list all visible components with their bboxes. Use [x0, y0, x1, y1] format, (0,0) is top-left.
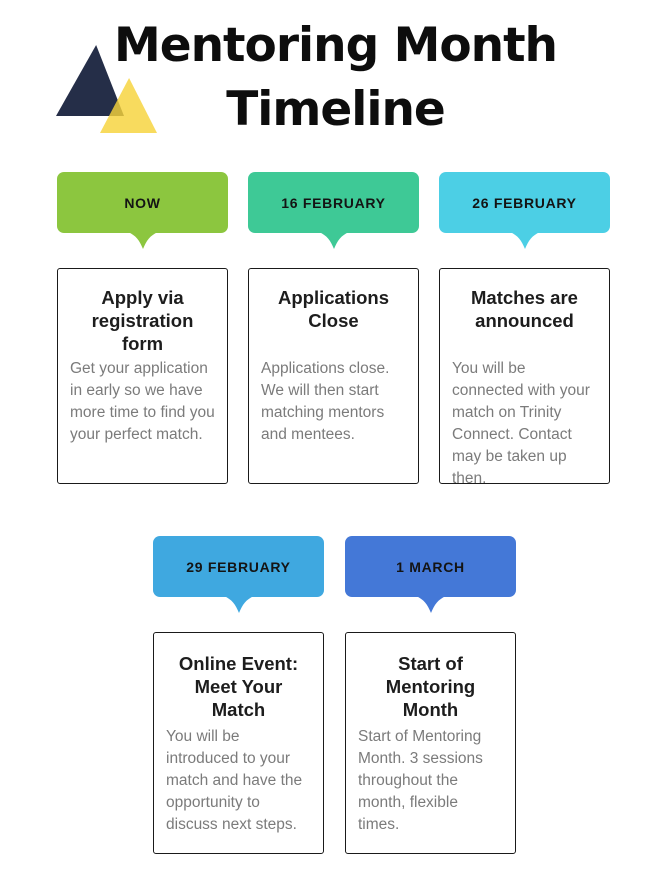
- timeline-item: NOW Apply via registration form Get your…: [57, 172, 228, 484]
- event-title: Online Event: Meet Your Match: [178, 653, 299, 720]
- event-title: Start of Mentoring Month: [385, 653, 476, 720]
- event-title: Applications Close: [277, 287, 389, 331]
- bubble-pointer-icon: [318, 232, 349, 249]
- bubble-pointer-icon: [127, 232, 158, 249]
- bubble-pointer-icon: [223, 596, 254, 613]
- date-bubble: 16 FEBRUARY: [248, 172, 419, 233]
- event-description: Get your application in early so we have…: [70, 360, 215, 443]
- timeline-item: 1 MARCH Start of Mentoring Month Start o…: [345, 536, 516, 854]
- timeline-item: 29 FEBRUARY Online Event: Meet Your Matc…: [153, 536, 324, 854]
- date-bubble: 1 MARCH: [345, 536, 516, 597]
- page-title-line2: Timeline: [226, 82, 446, 137]
- event-title: Matches are announced: [471, 287, 578, 331]
- date-label: NOW: [124, 194, 161, 211]
- event-description: Start of Mentoring Month. 3 sessions thr…: [358, 728, 483, 833]
- date-bubble: 26 FEBRUARY: [439, 172, 610, 233]
- date-bubble: NOW: [57, 172, 228, 233]
- timeline-item: 16 FEBRUARY Applications Close Applicati…: [248, 172, 419, 484]
- logo: [0, 0, 170, 150]
- event-card: Apply via registration form Get your app…: [57, 268, 228, 484]
- event-title: Apply via registration form: [91, 287, 194, 354]
- event-card: Start of Mentoring Month Start of Mentor…: [345, 632, 516, 854]
- timeline-item: 26 FEBRUARY Matches are announced You wi…: [439, 172, 610, 487]
- page-title-line1: Mentoring Month: [113, 18, 558, 73]
- event-description: You will be connected with your match on…: [452, 360, 590, 487]
- date-label: 29 FEBRUARY: [186, 558, 291, 575]
- event-description: Applications close. We will then start m…: [261, 360, 390, 443]
- bubble-pointer-icon: [415, 596, 446, 613]
- event-card: Applications Close Applications close. W…: [248, 268, 419, 484]
- bubble-pointer-icon: [509, 232, 540, 249]
- event-description: You will be introduced to your match and…: [166, 728, 303, 833]
- event-card: Matches are announced You will be connec…: [439, 268, 610, 487]
- date-bubble: 29 FEBRUARY: [153, 536, 324, 597]
- date-label: 1 MARCH: [396, 558, 465, 575]
- date-label: 16 FEBRUARY: [281, 194, 386, 211]
- page-title: Mentoring Month Timeline: [0, 14, 671, 142]
- date-label: 26 FEBRUARY: [472, 194, 577, 211]
- event-card: Online Event: Meet Your Match You will b…: [153, 632, 324, 854]
